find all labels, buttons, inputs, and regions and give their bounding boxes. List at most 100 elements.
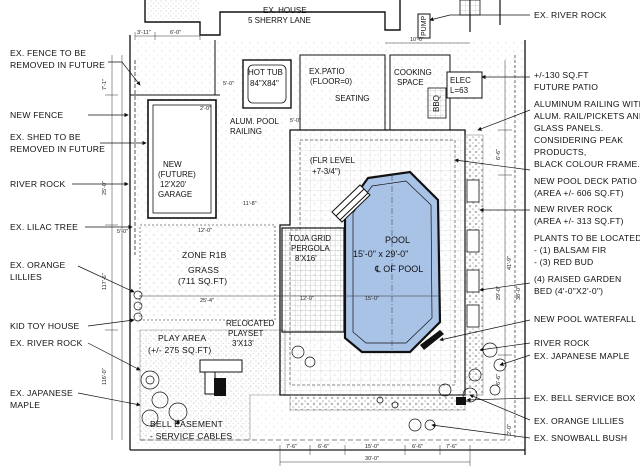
callout-shed-removed-2: REMOVED IN FUTURE bbox=[10, 144, 105, 154]
raised-beds bbox=[466, 179, 480, 328]
dim-mid-5: 12'-0" bbox=[198, 228, 212, 234]
callout-railing-3: GLASS PANELS. bbox=[534, 123, 603, 133]
callout-jap-maple-left-1: EX. JAPANESE bbox=[10, 388, 73, 398]
dim-left-5: 116'-0" bbox=[102, 368, 108, 385]
floor-level-2: +7-3/4") bbox=[312, 167, 341, 176]
dim-top-2: 6'-0" bbox=[170, 30, 181, 36]
dim-left-2: 25'-0" bbox=[102, 181, 108, 195]
callout-new-river-rock-1: NEW RIVER ROCK bbox=[534, 204, 613, 214]
dim-mid-7: 25'-4" bbox=[200, 298, 214, 304]
callout-new-river-rock-2: (AREA +/- 313 sq.ft) bbox=[534, 216, 624, 226]
house-label-2: 5 SHERRY LANE bbox=[248, 16, 311, 25]
callout-snowball: EX. SNOWBALL BUSH bbox=[534, 433, 627, 443]
pergola-label-1: TOJA GRID bbox=[289, 234, 331, 243]
dim-right-4: 38'-0" bbox=[516, 286, 522, 300]
playset-label-2: PLAYSET bbox=[228, 329, 264, 338]
leader-lines bbox=[72, 14, 531, 439]
callout-orange-lillies-left-1: EX. ORANGE bbox=[10, 260, 66, 270]
pergola: TOJA GRID PERGOLA 8'X16' bbox=[281, 227, 345, 333]
dim-top-3: 10'-0" bbox=[410, 37, 424, 43]
callout-waterfall: NEW POOL WATERFALL bbox=[534, 314, 636, 324]
garage-label-3: 12'x20' bbox=[160, 180, 187, 189]
elec-label-2: L=63 bbox=[450, 86, 469, 95]
callout-railing-4: CONSIDERING PEAK bbox=[534, 135, 623, 145]
callout-fence-removed-2: REMOVED IN FUTURE bbox=[10, 60, 105, 70]
future-garage: NEW (FUTURE) 12'x20' GARAGE bbox=[147, 99, 217, 219]
cooking-space: COOKING SPACE BBQ ELEC L=63 bbox=[389, 54, 483, 131]
callout-railing-2: ALUM. RAIL/PICKETS AND bbox=[534, 111, 640, 121]
garage-label-1: NEW bbox=[163, 160, 182, 169]
seating-label: SEATING bbox=[335, 94, 370, 103]
callout-bell-box: EX. BELL SERVICE BOX bbox=[534, 393, 636, 403]
pergola-label-2: PERGOLA bbox=[291, 244, 330, 253]
alum-railing-label-1: ALUM. POOL bbox=[230, 117, 279, 126]
dim-bottom-2: 6'-6" bbox=[318, 444, 329, 450]
callout-railing-6: BLACK COLOUR FRAME. bbox=[534, 159, 640, 169]
cooking-label-1: COOKING bbox=[394, 68, 432, 77]
dim-top-1: 3'-11" bbox=[137, 30, 151, 36]
house-area: EX. HOUSE 5 SHERRY LANE PUMP bbox=[144, 0, 501, 39]
callout-plants-3: - (3) RED BUD bbox=[534, 257, 593, 267]
pool-label: POOL bbox=[385, 235, 410, 245]
right-callouts: EX. RIVER ROCK +/-130 SQ.FT FUTURE PATIO… bbox=[534, 10, 640, 443]
callout-river-rock-top: EX. RIVER ROCK bbox=[534, 10, 607, 20]
callout-jap-maple-left-2: MAPLE bbox=[10, 400, 40, 410]
callout-jap-maple-right: EX. JAPANESE MAPLE bbox=[534, 351, 630, 361]
dim-bottom-3: 15'-0" bbox=[365, 444, 379, 450]
dim-mid-6: 15'-0" bbox=[365, 296, 379, 302]
left-callouts: EX. FENCE TO BE REMOVED IN FUTURE NEW FE… bbox=[10, 48, 232, 441]
callout-railing-1: ALUMINUM RAILING WITH bbox=[534, 99, 640, 109]
hot-tub-label-1: HOT TUB bbox=[248, 68, 283, 77]
hot-tub: HOT TUB 84"x84" bbox=[242, 59, 292, 109]
dim-bottom-5: 7'-6" bbox=[446, 444, 457, 450]
callout-lilac: EX. LILAC TREE bbox=[10, 222, 78, 232]
garage-label-4: GARAGE bbox=[158, 190, 192, 199]
playset-label-3: 3'X13' bbox=[232, 339, 254, 348]
dim-bottom-4: 6'-6" bbox=[412, 444, 423, 450]
callout-orange-lillies-left-2: LILLIES bbox=[10, 272, 42, 282]
pump-label: PUMP bbox=[421, 15, 428, 36]
play-area: PLAY AREA (+/- 275 SQ.FT) RELOCATED PLAY… bbox=[139, 319, 286, 441]
callout-deck-patio-1: NEW POOL DECK PATIO bbox=[534, 176, 637, 186]
dim-mid-3: 5'-0" bbox=[290, 118, 301, 124]
callout-bell-easement-2: - SERVICE CABLES bbox=[150, 431, 232, 441]
grass-label-2: (711 SQ.FT) bbox=[178, 276, 227, 286]
callout-river-rock-left: RIVER ROCK bbox=[10, 179, 66, 189]
callout-raised-garden-1: (4) RAISED GARDEN bbox=[534, 274, 621, 284]
dim-mid-2: 2'-0" bbox=[200, 106, 211, 112]
pergola-label-3: 8'X16' bbox=[295, 254, 317, 263]
dim-bottom-1: 7'-6" bbox=[286, 444, 297, 450]
hot-tub-label-2: 84"x84" bbox=[250, 79, 279, 88]
callout-river-rock-left2: EX. RIVER ROCK bbox=[10, 338, 83, 348]
patio-label-2: (FLOOR=0) bbox=[310, 77, 352, 86]
callout-fence-removed-1: EX. FENCE TO BE bbox=[10, 48, 86, 58]
alum-railing-label-2: RAILING bbox=[230, 127, 262, 136]
pool-steps bbox=[331, 184, 371, 223]
bottom-dimension-lines bbox=[279, 445, 471, 466]
callout-river-rock-right: RIVER ROCK bbox=[534, 338, 590, 348]
callout-future-patio-2: FUTURE PATIO bbox=[534, 82, 598, 92]
callout-new-fence: NEW FENCE bbox=[10, 110, 63, 120]
pool: POOL 15'-0" x 29'-0" ℄ OF POOL bbox=[331, 170, 444, 354]
floor-level-1: (FLR LEVEL bbox=[310, 156, 355, 165]
waterfall-mark bbox=[420, 330, 444, 350]
callout-bell-easement-1: BELL EASEMENT bbox=[150, 419, 224, 429]
dim-mid-4: 11'-8" bbox=[243, 201, 257, 207]
callout-future-patio-1: +/-130 SQ.FT bbox=[534, 70, 589, 80]
bbq-label: BBQ bbox=[432, 95, 441, 112]
callout-plants-1: PLANTS TO BE LOCATED bbox=[534, 233, 640, 243]
dim-right-1: 6'-6" bbox=[496, 149, 502, 160]
grass-zone: ZONE R1B GRASS (711 SQ.FT) bbox=[139, 224, 276, 321]
right-dimension-lines bbox=[498, 60, 512, 440]
callout-raised-garden-2: BED (4'-0"x2'-0") bbox=[534, 286, 603, 296]
dim-mid-1: 5'-0" bbox=[223, 81, 234, 87]
garage-label-2: (FUTURE) bbox=[158, 170, 196, 179]
callout-railing-5: PRODUCTS, bbox=[534, 147, 586, 157]
left-dimension-lines bbox=[105, 55, 123, 440]
dim-right-5: 6'-6" bbox=[496, 374, 502, 385]
elec-label-1: ELEC bbox=[450, 76, 471, 85]
dim-left-3: 117'-6" bbox=[102, 273, 108, 290]
callout-kid-toy-house: KID TOY HOUSE bbox=[10, 321, 80, 331]
property-lines bbox=[129, 35, 526, 455]
